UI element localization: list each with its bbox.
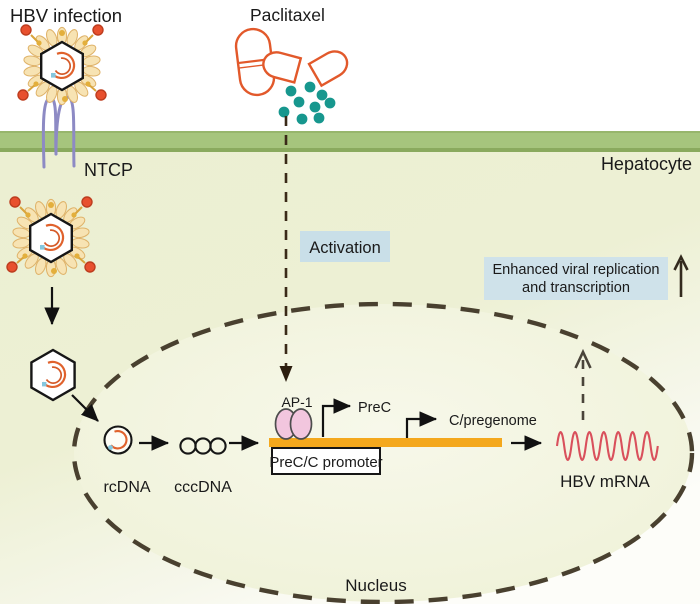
ap1-dimer-icon bbox=[274, 408, 313, 440]
activation-label: Activation bbox=[309, 239, 381, 257]
rcdna-icon bbox=[103, 425, 133, 455]
outcome-box bbox=[484, 257, 668, 300]
extracellular-space bbox=[0, 0, 700, 131]
activation-arrow bbox=[279, 116, 293, 382]
rcdna-label: rcDNA bbox=[103, 479, 150, 496]
nucleus-label: Nucleus bbox=[345, 576, 406, 595]
activation-box bbox=[300, 231, 390, 262]
capsule-open-icon bbox=[262, 50, 349, 88]
paclitaxel-label: Paclitaxel bbox=[250, 5, 325, 25]
prec-transcription-arrow bbox=[321, 398, 352, 437]
capsid-icon bbox=[30, 348, 76, 402]
prec-label: PreC bbox=[358, 400, 391, 416]
cell-membrane bbox=[0, 131, 700, 152]
outcome-label-line2: and transcription bbox=[522, 280, 630, 296]
hbv-mrna-label: HBV mRNA bbox=[560, 472, 650, 491]
pregenome-transcription-arrow bbox=[405, 411, 438, 438]
cccdna-icon bbox=[179, 437, 227, 455]
mrna-wave-icon bbox=[555, 430, 659, 462]
ap1-label: AP-1 bbox=[281, 394, 312, 410]
promoter-box bbox=[271, 447, 381, 475]
nucleus-envelope bbox=[71, 301, 695, 604]
ntcp-label: NTCP bbox=[84, 160, 133, 180]
outcome-label-line1: Enhanced viral replication bbox=[492, 262, 659, 278]
cccdna-label: cccDNA bbox=[174, 479, 232, 496]
dna-bar bbox=[269, 438, 502, 447]
nuclear-import-arrow bbox=[71, 394, 99, 422]
hepatocyte-label: Hepatocyte bbox=[601, 154, 692, 174]
c-pregenome-label: C/pregenome bbox=[449, 413, 537, 429]
hbv-infection-label: HBV infection bbox=[10, 5, 122, 26]
upregulation-arrow bbox=[673, 254, 689, 297]
mrna-export-arrow bbox=[574, 348, 592, 420]
promoter-label: PreC/C promoter bbox=[269, 454, 382, 471]
drug-molecule-dots bbox=[278, 81, 336, 125]
